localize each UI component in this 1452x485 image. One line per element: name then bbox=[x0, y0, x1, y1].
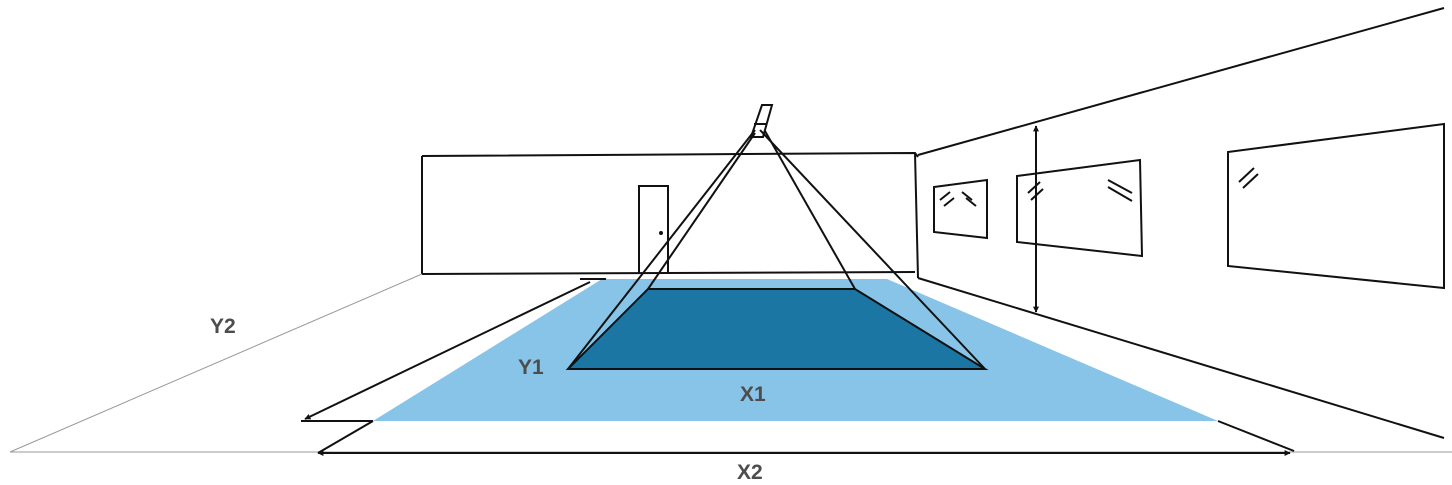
label-y2: Y2 bbox=[210, 315, 236, 338]
sensor-projection-lines bbox=[567, 129, 986, 370]
right-wall bbox=[917, 7, 1445, 439]
x2-dimension-arrow bbox=[317, 420, 1291, 456]
back-wall bbox=[421, 151, 919, 279]
label-x1: X1 bbox=[740, 383, 766, 406]
floor-edge-right bbox=[1217, 420, 1295, 452]
y2-dimension-arrow bbox=[301, 278, 606, 422]
label-x2: X2 bbox=[737, 461, 763, 484]
window-large bbox=[1227, 122, 1445, 290]
label-y1: Y1 bbox=[518, 356, 544, 379]
inner-coverage-area bbox=[568, 289, 985, 369]
door bbox=[638, 185, 669, 273]
window-small bbox=[933, 178, 988, 240]
ceiling-sensor bbox=[749, 104, 774, 138]
